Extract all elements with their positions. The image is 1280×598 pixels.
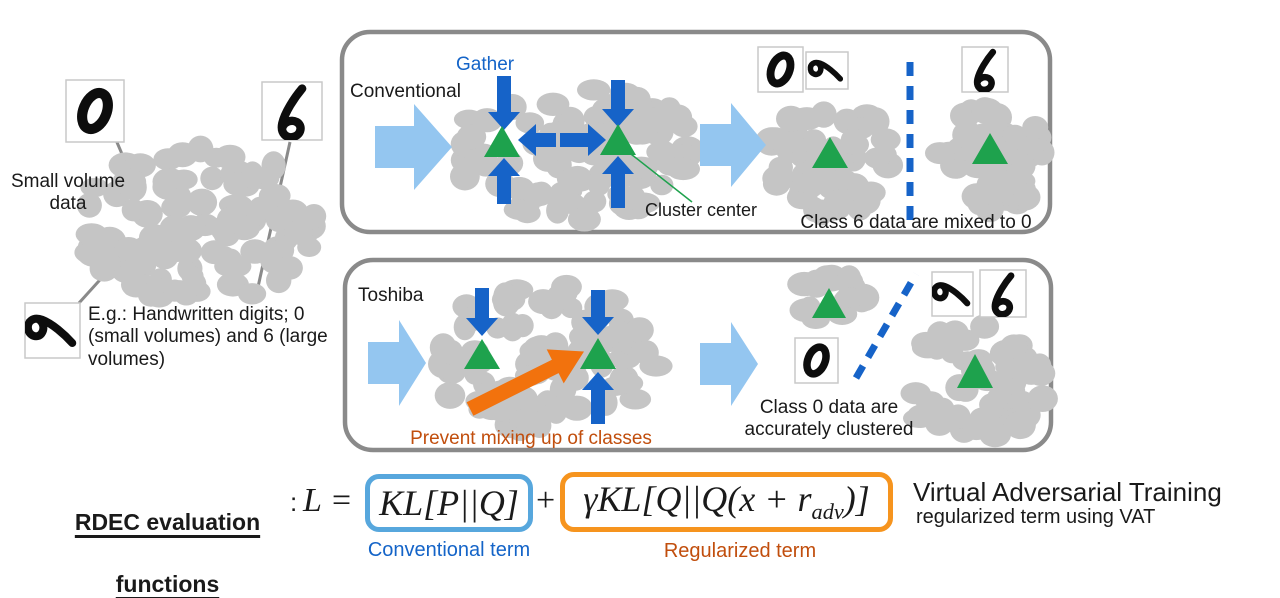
conventional-term-box: KL[P||Q] [365, 474, 533, 532]
cluster-center-triangle [812, 288, 846, 318]
gather-arrow-right-icon [560, 124, 606, 156]
digit-0-thumbnail [757, 46, 804, 93]
formula-heading-line2: functions [115, 571, 220, 598]
regularized-term: γKL[Q||Q(x + radv)] [583, 478, 870, 525]
flow-arrow-icon [375, 104, 452, 190]
toshiba-result-caption: Class 0 data are accurately clustered [744, 397, 914, 441]
gather-arrow-down-icon [488, 76, 520, 130]
prevent-mixing-arrow-icon [466, 349, 584, 416]
class-separator-dashed-line [852, 272, 920, 380]
gather-arrow-down-icon [602, 80, 634, 127]
prevent-mixing-label: Prevent mixing up of classes [410, 428, 652, 449]
vat-subtitle: regularized term using VAT [916, 506, 1156, 528]
formula-lhs: L = [303, 482, 353, 519]
cluster-center-triangle [600, 124, 636, 155]
gather-arrow-down-icon [466, 288, 498, 336]
formula-colon: : [290, 487, 298, 517]
cluster-center-triangle [957, 354, 993, 388]
cluster-center-triangle [812, 137, 848, 168]
digit-0-thumbnail [794, 337, 839, 384]
conventional-result-caption: Class 6 data are mixed to 0 [800, 212, 1032, 233]
cluster-center-triangle [972, 133, 1008, 164]
vat-title: Virtual Adversarial Training [913, 477, 1222, 507]
regularized-term-label: Regularized term [663, 540, 817, 562]
dot-cloud-input [74, 135, 327, 308]
gather-arrow-down-icon [582, 290, 614, 335]
cluster-center-triangle [464, 339, 500, 369]
cluster-center-triangle [484, 126, 520, 157]
flow-arrow-icon [368, 320, 426, 406]
small-volume-label: Small volume data [10, 171, 126, 215]
conventional-term: KL[P||Q] [379, 483, 519, 523]
gather-arrow-left-icon [518, 124, 556, 156]
cluster-center-label: Cluster center [645, 200, 758, 220]
digit-6-rotated-thumbnail [931, 271, 974, 317]
digit-6-rotated-thumbnail [805, 51, 849, 90]
digit-0-thumbnail [65, 79, 125, 143]
cluster-center-pointer-line [621, 146, 693, 203]
dot-cloud-conventional-result-mixed [755, 101, 904, 226]
digit-6-thumbnail [979, 269, 1027, 318]
regularized-term-end: )] [843, 479, 870, 520]
gather-label: Gather [456, 54, 515, 75]
formula-heading: RDEC evaluation functions [55, 476, 280, 598]
gather-arrow-up-icon [602, 156, 634, 208]
regularized-term-main: γKL[Q||Q(x + r [583, 479, 812, 520]
digit-6-thumbnail [961, 46, 1009, 93]
conventional-title: Conventional [350, 81, 461, 102]
formula-heading-line1: RDEC evaluation [74, 509, 261, 536]
gather-arrow-up-icon [582, 372, 614, 424]
example-caption: E.g.: Handwritten digits; 0 (small volum… [88, 304, 328, 370]
flow-arrow-icon [700, 322, 758, 406]
regularized-term-box: γKL[Q||Q(x + radv)] [560, 472, 893, 532]
dot-cloud-toshiba-result-zero [787, 264, 880, 329]
gather-arrow-up-icon [488, 158, 520, 204]
toshiba-title: Toshiba [358, 285, 424, 306]
cluster-center-triangle [580, 338, 616, 369]
regularized-term-sub: adv [811, 499, 844, 525]
digit-6-rotated-thumbnail [24, 302, 81, 359]
dot-cloud-toshiba-result-six [900, 314, 1058, 448]
conventional-term-label: Conventional term [367, 539, 531, 561]
formula-plus: + [536, 482, 556, 519]
flow-arrow-icon [700, 103, 766, 187]
digit-6-thumbnail [261, 81, 323, 141]
